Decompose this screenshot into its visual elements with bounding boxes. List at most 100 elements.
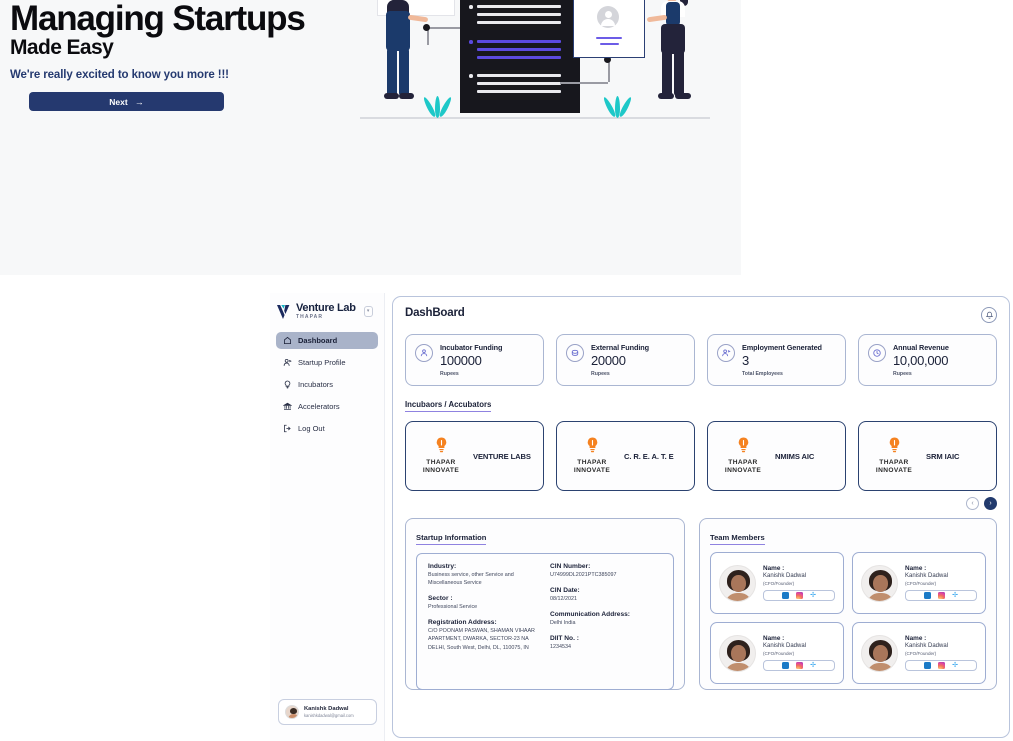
sidebar-item-incubators[interactable]: Incubators <box>276 376 378 393</box>
stat-unit: Rupees <box>591 371 610 377</box>
person-vest <box>666 2 680 26</box>
list-row <box>477 74 561 78</box>
thapar-logo-line1: THAPAR <box>577 459 607 467</box>
list-row-accent <box>477 48 561 52</box>
linkedin-icon[interactable] <box>781 661 789 669</box>
instagram-icon[interactable] <box>795 591 803 599</box>
info-label: CIN Date: <box>550 587 580 595</box>
carousel-prev-button[interactable]: ‹ <box>966 497 979 510</box>
avatar-hair <box>289 708 297 714</box>
member-name-label: Name : <box>905 565 927 573</box>
twitter-icon[interactable]: ✢ <box>952 661 958 669</box>
incubator-name: SRM IAIC <box>926 451 960 461</box>
main-content: DashBoard Incubat <box>392 296 1010 738</box>
twitter-icon[interactable]: ✢ <box>810 661 816 669</box>
member-avatar <box>719 634 756 672</box>
startup-information-title: Startup Information <box>416 533 487 545</box>
illustration-ground-line <box>360 117 710 119</box>
info-group: Sector : Professional Service <box>428 595 540 611</box>
next-button[interactable]: Next → <box>29 92 224 112</box>
member-role: (CFO/Founder) <box>905 580 937 586</box>
incubator-name: NMIMS AIC <box>775 451 815 461</box>
incubator-card[interactable]: THAPAR INNOVATE C. R. E. A. T. E <box>556 421 695 491</box>
linkedin-icon[interactable] <box>923 591 931 599</box>
avatar-icon <box>597 6 619 28</box>
stat-unit: Rupees <box>440 371 459 377</box>
team-member-card[interactable]: Name : Kanishk Dadwal (CFO/Founder) ✢ <box>852 552 986 614</box>
carousel-controls: ‹ › <box>405 497 997 510</box>
sidebar-collapse-toggle[interactable]: ▾ <box>363 306 373 317</box>
thapar-logo-line2: INNOVATE <box>724 467 762 474</box>
member-name: Kanishk Dadwal <box>905 643 949 650</box>
incubator-name: C. R. E. A. T. E <box>624 451 674 461</box>
stat-value: 10,00,000 <box>893 353 949 368</box>
team-member-card[interactable]: Name : Kanishk Dadwal (CFO/Founder) ✢ <box>710 622 844 684</box>
linkedin-icon[interactable] <box>781 591 789 599</box>
stat-value: 20000 <box>591 353 626 368</box>
instagram-icon[interactable] <box>937 661 945 669</box>
bell-icon[interactable] <box>981 307 997 323</box>
incubator-card[interactable]: THAPAR INNOVATE NMIMS AIC <box>707 421 846 491</box>
thapar-innovate-logo: THAPAR INNOVATE <box>868 437 920 474</box>
sidebar-item-dashboard[interactable]: Dashboard <box>276 332 378 349</box>
sidebar-item-startup-profile[interactable]: Startup Profile <box>276 354 378 371</box>
member-social-links: ✢ <box>763 659 835 671</box>
incubator-card[interactable]: THAPAR INNOVATE SRM IAIC <box>858 421 997 491</box>
user-profile-card[interactable]: Kanishk Dadwal kanishkdadwal@gmail.com <box>278 699 377 725</box>
connector-knob-right <box>604 56 611 63</box>
person-arm <box>407 14 429 23</box>
person-shoe <box>384 93 399 99</box>
bulb-icon <box>435 437 448 458</box>
team-member-card[interactable]: Name : Kanishk Dadwal (CFO/Founder) ✢ <box>710 552 844 614</box>
avatar-face <box>873 574 888 592</box>
user-avatar <box>285 705 299 719</box>
sidebar-item-label: Dashboard <box>298 336 338 345</box>
next-button-label: Next <box>109 96 128 107</box>
member-role: (CFO/Founder) <box>763 580 795 586</box>
avatar-shoulders <box>867 662 894 671</box>
avatar-body <box>601 18 615 26</box>
stat-cards: Incubator Funding 100000 Rupees External… <box>405 334 997 386</box>
stat-label: Incubator Funding <box>440 343 503 352</box>
stat-label: Annual Revenue <box>893 343 949 352</box>
member-avatar <box>861 564 898 602</box>
sidebar-item-accelerators[interactable]: Accelerators <box>276 398 378 415</box>
member-info: Name : Kanishk Dadwal (CFO/Founder) ✢ <box>763 565 835 601</box>
instagram-icon[interactable] <box>795 661 803 669</box>
linkedin-icon[interactable] <box>923 661 931 669</box>
stat-label: External Funding <box>591 343 649 352</box>
member-role: (CFO/Founder) <box>763 650 795 656</box>
bulb-icon <box>586 437 599 458</box>
list-row <box>477 90 561 94</box>
bottom-panels: Startup Information Industry: Business s… <box>405 518 997 690</box>
info-value: 08/12/2021 <box>550 596 577 603</box>
venture-lab-logo-icon <box>276 304 292 320</box>
info-label: Industry: <box>428 563 457 570</box>
thapar-innovate-logo: THAPAR INNOVATE <box>566 437 618 474</box>
stat-body: Incubator Funding 100000 Rupees <box>440 343 502 377</box>
sidebar-item-logout[interactable]: Log Out <box>276 420 378 437</box>
carousel-next-button[interactable]: › <box>984 497 997 510</box>
brand-logo[interactable]: Venture Lab THAPAR ▾ <box>270 293 384 320</box>
info-group: Registration Address: C/O POONAM PASWAN,… <box>428 619 540 651</box>
startup-information-panel: Startup Information Industry: Business s… <box>405 518 685 690</box>
instagram-icon[interactable] <box>937 591 945 599</box>
profile-card <box>573 0 645 58</box>
person-icon <box>283 358 292 367</box>
team-member-card[interactable]: Name : Kanishk Dadwal (CFO/Founder) ✢ <box>852 622 986 684</box>
stat-value: 100000 <box>440 353 482 368</box>
avatar-shoulders <box>725 592 752 601</box>
thapar-logo-line2: INNOVATE <box>422 467 460 474</box>
member-info: Name : Kanishk Dadwal (CFO/Founder) ✢ <box>905 635 977 671</box>
person-shoe <box>399 93 414 99</box>
plant-leaf-icon <box>435 96 440 118</box>
connector-line-right-v <box>608 60 610 82</box>
twitter-icon[interactable]: ✢ <box>952 591 958 599</box>
list-row-accent <box>477 56 561 60</box>
twitter-icon[interactable]: ✢ <box>810 591 816 599</box>
list-bullet-accent <box>469 40 473 44</box>
stat-body: Employment Generated 3 Total Employees <box>742 343 822 377</box>
person-arm <box>646 14 668 23</box>
person-overalls <box>386 11 410 51</box>
incubator-card[interactable]: THAPAR INNOVATE VENTURE LABS <box>405 421 544 491</box>
